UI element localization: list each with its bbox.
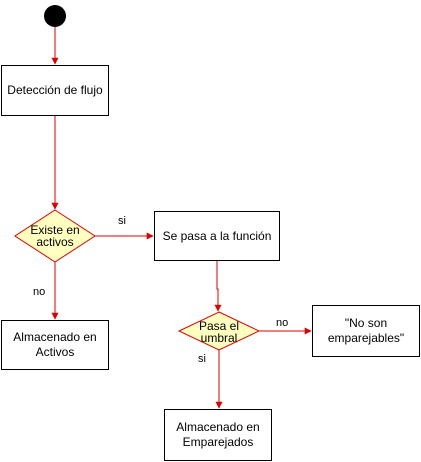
decision-existe-label: Existe en activos [30,223,80,249]
decision-umbral-label: Pasa el umbral [198,319,240,345]
edge-label-existe-no: no [33,286,46,298]
node-almacenado-activos: Almacenado en Activos [1,320,109,370]
node-almacenado-emparejados: Almacenado en Emparejados [164,409,272,461]
node-deteccion-flujo: Detección de flujo [1,65,109,116]
start-node [44,5,66,27]
edge-funcion-umbral [214,261,222,312]
node-se-pasa-funcion: Se pasa a la función [154,211,280,261]
node-funcion-label: Se pasa a la función [162,228,272,243]
node-no-emparejables: "No son emparejables" [312,305,420,357]
node-activos-label: Almacenado en Activos [13,330,97,359]
node-deteccion-label: Detección de flujo [7,83,103,97]
node-emparejados-label: Almacenado en Emparejados [176,420,260,449]
edge-label-umbral-si: si [198,353,206,365]
edge-label-umbral-no: no [276,317,289,329]
edge-label-existe-si: si [118,215,126,227]
node-noemparejables-label: "No son emparejables" [327,316,405,345]
